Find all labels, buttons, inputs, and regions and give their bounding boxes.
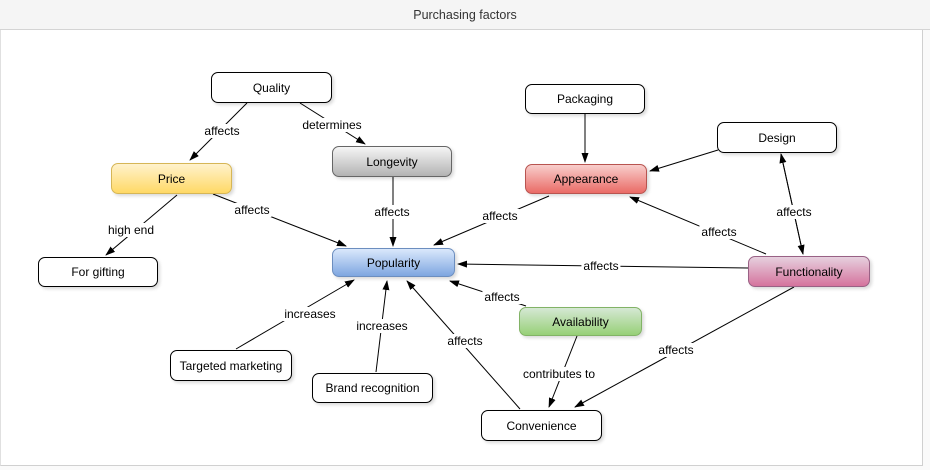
edge-label-convenience-popularity: affects (445, 334, 485, 348)
node-packaging-label: Packaging (556, 92, 614, 106)
node-for-gifting[interactable]: For gifting (38, 257, 158, 287)
node-longevity-label: Longevity (366, 154, 418, 169)
edge-label-targetedmarketing-popularity: increases (282, 307, 338, 321)
node-for-gifting-label: For gifting (71, 265, 125, 279)
node-availability-label: Availability (552, 314, 609, 329)
node-brand-recognition[interactable]: Brand recognition (312, 373, 433, 403)
node-longevity[interactable]: Longevity (332, 146, 452, 177)
edge-label-functionality-popularity: affects (581, 259, 621, 273)
edge-label-quality-price: affects (202, 124, 242, 138)
node-functionality-label: Functionality (775, 264, 843, 279)
node-price[interactable]: Price (111, 163, 232, 194)
node-functionality[interactable]: Functionality (748, 256, 870, 287)
node-popularity-label: Popularity (366, 255, 421, 270)
node-design[interactable]: Design (717, 122, 837, 153)
edge-label-longevity-popularity: affects (372, 205, 412, 219)
node-appearance[interactable]: Appearance (525, 164, 647, 194)
edge-label-brandrecognition-popularity: increases (354, 319, 410, 333)
node-targeted-marketing-label: Targeted marketing (179, 358, 283, 373)
node-targeted-marketing[interactable]: Targeted marketing (170, 350, 292, 381)
edge-label-price-forgifting: high end (105, 223, 157, 237)
edge-label-design-functionality: affects (774, 205, 814, 219)
edge-label-appearance-popularity: affects (480, 209, 520, 223)
edge-label-price-popularity: affects (232, 203, 272, 217)
diagram-canvas (0, 30, 923, 466)
node-price-label: Price (157, 171, 186, 186)
edge-label-availability-convenience: contributes to (520, 367, 598, 381)
node-appearance-label: Appearance (553, 172, 619, 186)
edge-label-functionality-convenience: affects (656, 343, 696, 357)
node-design-label: Design (758, 130, 796, 145)
page-title: Purchasing factors (413, 7, 517, 22)
node-availability[interactable]: Availability (519, 307, 642, 336)
node-packaging[interactable]: Packaging (525, 84, 645, 114)
node-brand-recognition-label: Brand recognition (325, 381, 420, 395)
edge-label-quality-longevity: determines (300, 118, 364, 132)
node-convenience-label: Convenience (506, 418, 577, 433)
edge-label-functionality-appearance: affects (699, 225, 739, 239)
edge-label-availability-popularity: affects (482, 290, 522, 304)
title-bar: Purchasing factors (0, 0, 930, 30)
node-quality[interactable]: Quality (211, 72, 332, 103)
node-popularity[interactable]: Popularity (332, 248, 455, 277)
node-convenience[interactable]: Convenience (481, 410, 602, 441)
node-quality-label: Quality (252, 80, 291, 95)
